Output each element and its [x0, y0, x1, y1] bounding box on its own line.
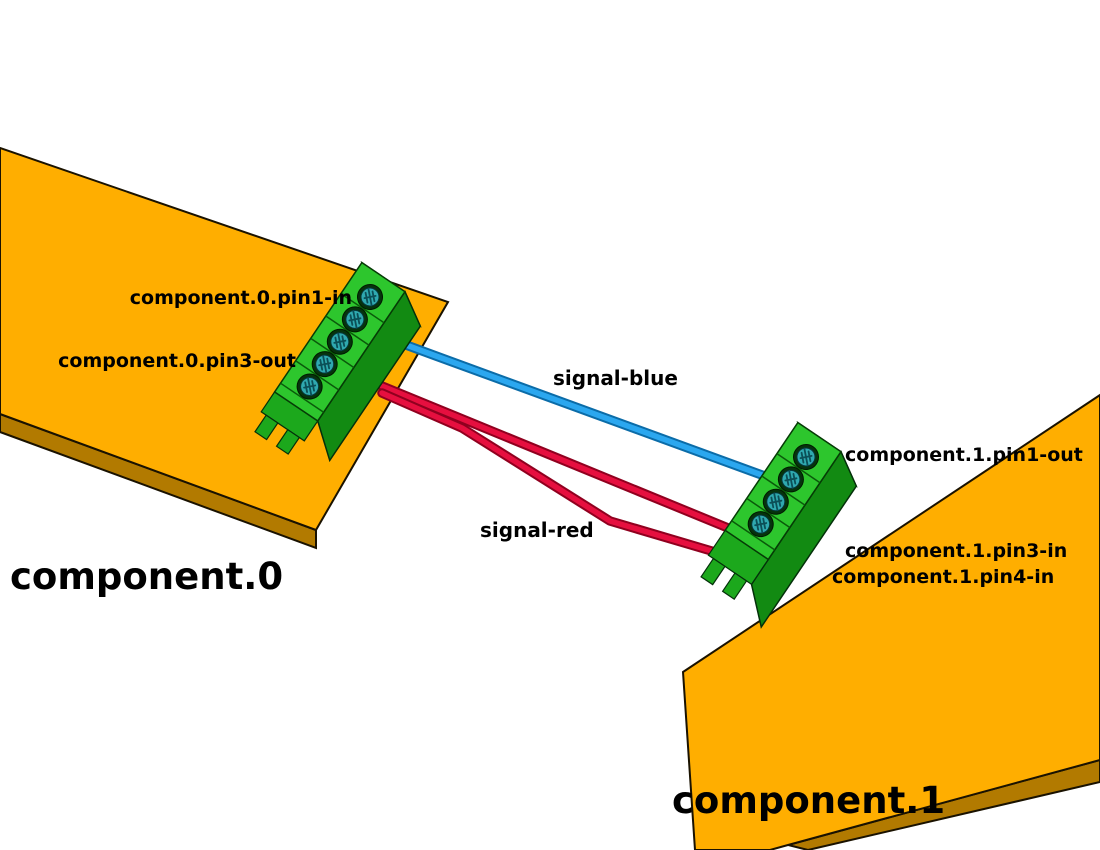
screw-terminal-icon	[296, 373, 323, 400]
board-1-top-face	[681, 393, 1100, 850]
cell-divider	[761, 475, 806, 506]
label-component-0: component.0	[10, 555, 283, 598]
cell-divider	[325, 315, 370, 346]
cell-divider	[731, 520, 776, 551]
terminal-block-0-mount-tab	[254, 414, 279, 441]
screw-terminal-icon	[747, 511, 774, 538]
screw-terminal-icon	[341, 306, 368, 333]
wire-signal-blue	[393, 337, 775, 483]
wire-signal-red-b-core	[379, 390, 745, 563]
cell-divider	[746, 497, 791, 529]
cell-divider	[295, 360, 340, 391]
screw-terminal-icon	[762, 488, 789, 515]
screw-terminal-icon	[793, 444, 819, 470]
label-component-1-pin1-out: component.1.pin1-out	[845, 444, 1083, 466]
label-component-1-pin3-in: component.1.pin3-in	[845, 540, 1067, 562]
terminal-block-1-mount-tab	[700, 557, 726, 586]
terminal-block-1-mount-tab	[721, 572, 748, 601]
cell-divider	[280, 382, 325, 413]
label-signal-red: signal-red	[480, 518, 594, 542]
terminal-block-1	[700, 420, 858, 629]
label-component-1-pin4-in: component.1.pin4-in	[832, 566, 1054, 588]
wire-signal-red-a	[377, 381, 755, 542]
cell-divider	[776, 453, 821, 484]
screw-terminal-icon	[326, 328, 353, 355]
screw-terminal-icon	[357, 284, 383, 310]
label-component-0-pin1-in: component.0.pin1-in	[130, 287, 352, 309]
wire-signal-red-b	[377, 388, 747, 565]
label-component-1: component.1	[672, 779, 945, 822]
wire-signal-blue-core	[395, 339, 773, 481]
terminal-block-0-mount-tab	[275, 428, 301, 455]
screw-terminal-icon	[777, 466, 804, 493]
cell-divider	[340, 293, 385, 324]
label-component-0-pin3-out: component.0.pin3-out	[58, 350, 296, 372]
cell-divider	[310, 337, 355, 369]
pcb-board-1	[681, 393, 1100, 850]
wire-signal-red-a-core	[379, 383, 753, 540]
screw-terminal-icon	[311, 351, 338, 378]
terminal-block-0	[254, 260, 422, 463]
label-signal-blue: signal-blue	[553, 366, 678, 390]
